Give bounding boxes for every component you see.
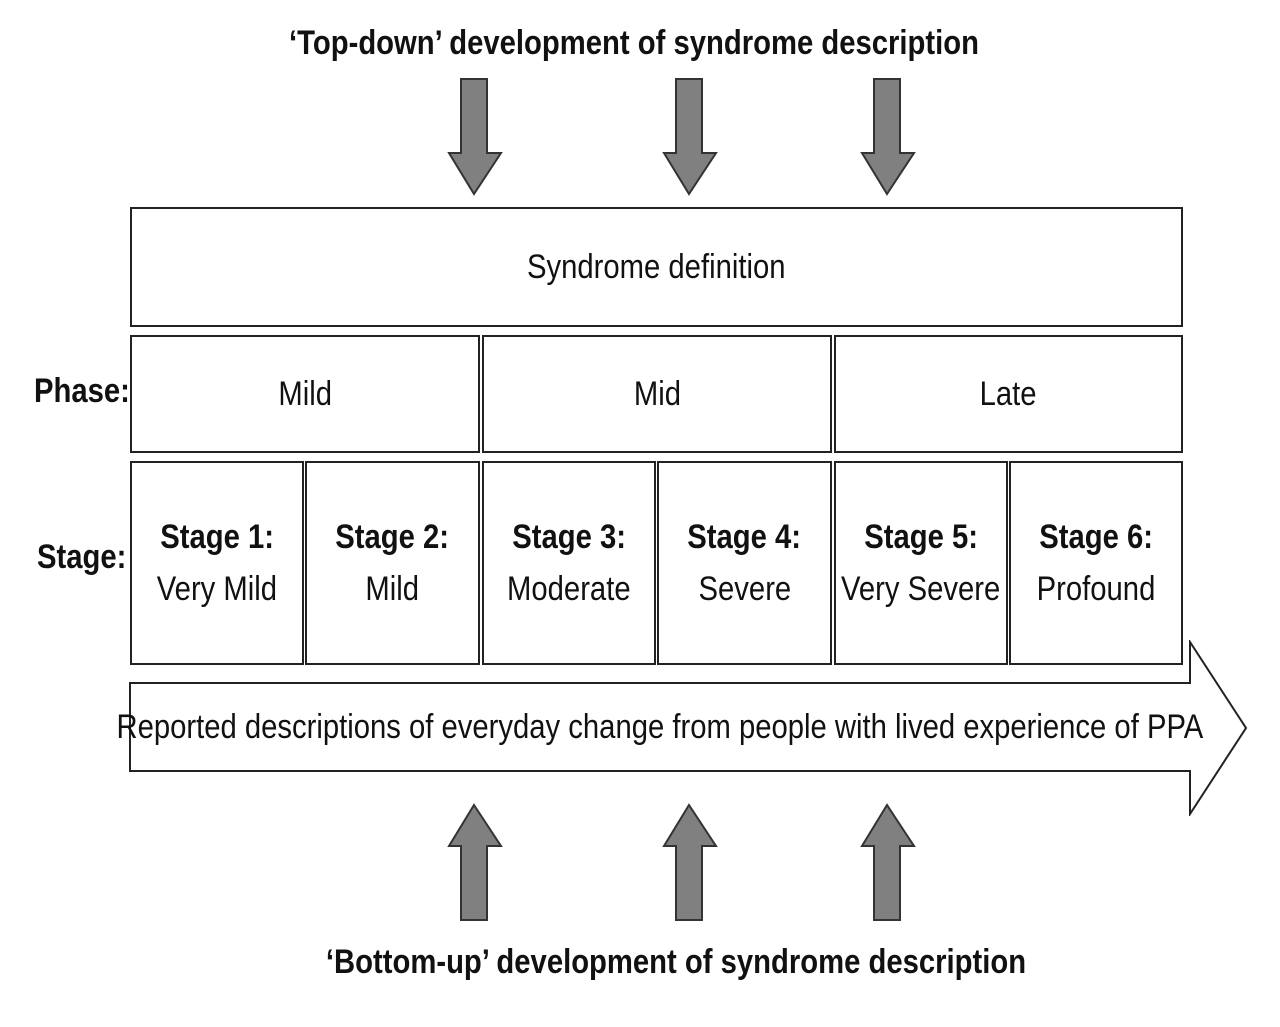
stage-name: Moderate	[507, 570, 631, 608]
phase-name: Late	[980, 374, 1037, 413]
phase-box: Late	[834, 335, 1183, 453]
stage-name: Very Severe	[841, 570, 1001, 608]
stage-number: Stage 3:	[512, 518, 626, 556]
down-arrow-icon	[860, 78, 916, 196]
up-arrow-icon	[860, 803, 916, 921]
stage-box: Stage 2: Mild	[305, 461, 480, 665]
phase-name: Mid	[633, 374, 681, 413]
up-arrow-icon	[447, 803, 503, 921]
lived-experience-arrow-shape	[129, 640, 1248, 816]
stage-box: Stage 6: Profound	[1009, 461, 1183, 665]
lived-experience-band: Reported descriptions of everyday change…	[117, 683, 1204, 771]
phase-label: Phase:	[34, 372, 130, 410]
syndrome-definition-text: Syndrome definition	[527, 247, 786, 286]
up-arrow-icon	[662, 803, 718, 921]
phase-box: Mild	[130, 335, 480, 453]
stage-number: Stage 2:	[335, 518, 450, 556]
stage-name: Profound	[1036, 570, 1156, 608]
stage-box: Stage 3: Moderate	[482, 461, 656, 665]
stage-box: Stage 4: Severe	[657, 461, 832, 665]
bottom-up-title: ‘Bottom-up’ development of syndrome desc…	[325, 943, 1027, 981]
down-arrow-icon	[447, 78, 503, 196]
phase-name: Mild	[278, 374, 332, 413]
stage-number: Stage 5:	[864, 518, 978, 556]
stage-box: Stage 1: Very Mild	[130, 461, 304, 665]
down-arrow-icon	[662, 78, 718, 196]
stage-name: Very Mild	[156, 570, 278, 608]
stage-label: Stage:	[37, 538, 127, 576]
stage-box: Stage 5: Very Severe	[834, 461, 1008, 665]
stage-number: Stage 4:	[687, 518, 802, 556]
phase-box: Mid	[482, 335, 832, 453]
stage-number: Stage 1:	[160, 518, 274, 556]
stage-number: Stage 6:	[1039, 518, 1153, 556]
stage-name: Mild	[365, 570, 420, 608]
lived-experience-text: Reported descriptions of everyday change…	[116, 707, 1204, 746]
top-down-title: ‘Top-down’ development of syndrome descr…	[289, 24, 979, 62]
stage-name: Severe	[698, 570, 791, 608]
syndrome-definition-box: Syndrome definition	[130, 207, 1183, 327]
